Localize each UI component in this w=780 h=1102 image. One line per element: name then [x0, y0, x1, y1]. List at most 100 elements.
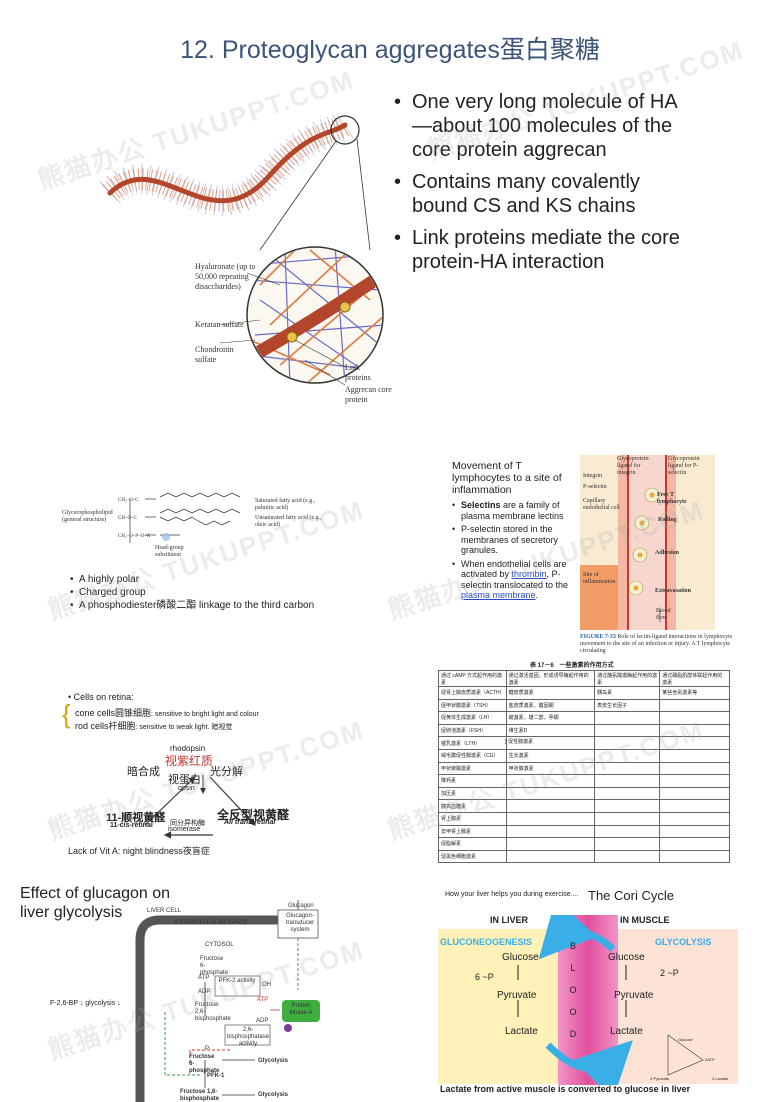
- transducer-label: Glucagon-transducer system: [285, 913, 315, 933]
- f16bp-label: Fructose 1,6-bisphosphate: [180, 1089, 220, 1102]
- label-gp-integrin: Glycoprotein ligand for integrin: [617, 456, 649, 476]
- trans-retinal-cn-label: 全反型视黄醛: [217, 808, 290, 822]
- isomerase-cn-label: 同分异构酶: [170, 820, 205, 827]
- opsin-label: opsin: [178, 785, 195, 792]
- dark-synthesis-label: 暗合成: [127, 766, 160, 778]
- bullet-ha: One very long molecule of HA—about 100 m…: [392, 90, 692, 162]
- table-cell: [505, 811, 596, 826]
- rod-cells-line: rod cells杆细胞: sensitive to weak light. 暗…: [75, 721, 233, 731]
- table-cell: 某些含氮激素等: [659, 686, 730, 700]
- muscle-glucose: Glucose: [608, 952, 645, 963]
- label-site: Site of inflammation: [583, 572, 616, 585]
- inset-2atp: 2ATP: [705, 1057, 715, 1062]
- svg-text:CH–O–C: CH–O–C: [118, 516, 138, 521]
- cone-cells-line: cone cells圆锥细胞: sensitive to bright ligh…: [75, 708, 259, 718]
- cis-retinal-label: 11-cis-retinal: [110, 822, 153, 829]
- f26bp-note: F-2,6-BP ↓ glycolysis ↓: [50, 1000, 121, 1007]
- glucagon-title: Effect of glucagon on liver glycolysis: [20, 885, 171, 921]
- table-cell: [594, 837, 661, 851]
- bisphosphatase-label: 2,6-bisphosphatase activity: [227, 1027, 270, 1047]
- gluconeogenesis-label: GLUCONEOGENESIS: [440, 937, 533, 947]
- table-cell: 绒毛膜促性腺激素（CG）: [438, 748, 507, 763]
- trans-retinal-label: All trans-retinal: [224, 819, 276, 826]
- hormone-table: 通过 cAMP 方式起作用的激素通过激活基因，形成诱导酶起作用的激素通过酪氨酸激…: [438, 670, 730, 864]
- label-blood-flow: Blood flow: [656, 608, 671, 621]
- label-integrin: Integrin: [583, 473, 602, 479]
- table-row: 肾上腺素: [438, 811, 730, 826]
- rhodopsin-cn-label: 视紫红质: [165, 754, 214, 768]
- lymphocyte-figure: [580, 455, 715, 630]
- table-row: 促卵泡激素（FSH）维生素D: [438, 723, 730, 738]
- f6p-label: Fructose 6-phosphate: [189, 1054, 220, 1074]
- glucagon-label: Glucagon: [288, 903, 314, 909]
- hormone-table-header: 通过 cAMP 方式起作用的激素通过激活基因，形成诱导酶起作用的激素通过酪氨酸激…: [438, 670, 730, 687]
- table-cell: 盐皮质激素，醛固酮: [505, 698, 596, 713]
- table-cell: [659, 811, 730, 826]
- table-cell: 促脂解素: [438, 837, 507, 851]
- table-cell: 雌激素，雄二醇，孕酮: [505, 711, 596, 725]
- table-cell: [594, 711, 661, 725]
- table-cell: [594, 849, 661, 864]
- core-protein-label: Aggrecan core protein: [345, 385, 392, 404]
- table-cell: [659, 824, 730, 839]
- glycolysis-label: GLYCOLYSIS: [655, 937, 712, 947]
- table-row: 去甲肾上腺素: [438, 824, 730, 839]
- bullet-link: Link proteins mediate the core protein-H…: [392, 226, 692, 274]
- table-cell: 维生素D: [505, 723, 596, 738]
- muscle-lactate: Lactate: [610, 1026, 643, 1037]
- head-group-label: Head-group substituent: [155, 545, 184, 558]
- table-row: 促黑色细胞激素: [438, 849, 730, 864]
- pi-label: Pᵢ: [205, 1046, 210, 1052]
- retina-intro: • Cells on retina:: [68, 692, 134, 702]
- bullet-polar: A highly polar: [70, 573, 320, 586]
- liver-pyruvate: Pyruvate: [497, 990, 537, 1001]
- chondroitin-label: Chondroitin sulfate: [195, 345, 234, 364]
- table-cell: [659, 799, 730, 813]
- cori-diagram: [438, 915, 738, 1085]
- in-liver-label: IN LIVER: [490, 915, 529, 925]
- table-cell: 甲状旁腺激素: [438, 761, 507, 776]
- svg-text:CH₂–O–P–O–X: CH₂–O–P–O–X: [118, 534, 151, 539]
- table-row: 促肾上腺皮质激素（ACTH）糖皮质激素胰岛素某些含氮激素等: [438, 686, 730, 700]
- table-row: 促脂解素: [438, 837, 730, 851]
- f6p-top-label: Fructose 6-phosphate: [200, 956, 229, 976]
- table-row: 促甲状腺激素（TSH）盐皮质激素，醛固酮表皮生长因子: [438, 698, 730, 713]
- cori-title: The Cori Cycle: [588, 888, 674, 903]
- muscle-pyruvate: Pyruvate: [614, 990, 654, 1001]
- keratan-label: Keratan sulfate: [195, 320, 244, 329]
- adp-label-2: ADP: [256, 1018, 269, 1024]
- cori-pretitle: How your liver helps you during exercise…: [445, 891, 579, 898]
- saturated-label: Saturated fatty acid (e.g., palmitic aci…: [255, 498, 316, 511]
- table-row: 胰高血糖素: [438, 799, 730, 813]
- cytosol-label: CYTOSOL: [205, 942, 234, 948]
- thrombin-link[interactable]: thrombin: [511, 569, 547, 579]
- oh-label: OH: [262, 982, 271, 988]
- retina-cycle-arrows: [144, 775, 256, 839]
- table-cell: 糖皮质激素: [505, 686, 596, 700]
- hormone-header-cell: 通过磷脂肌醇体联起作用的激素: [659, 670, 730, 687]
- glucagon-diagram: [135, 900, 320, 1102]
- table-cell: 促甲状腺激素（TSH）: [438, 698, 507, 713]
- table-row: 降钙素: [438, 774, 730, 788]
- aggregate-bullets: One very long molecule of HA—about 100 m…: [392, 90, 692, 282]
- liver-cell-label: LIVER CELL: [147, 908, 182, 914]
- hormone-header-cell: 通过激活基因，形成诱导酶起作用的激素: [505, 670, 596, 687]
- table-cell: [505, 824, 596, 839]
- f26bp-label: Fructose 2,6-bisphosphate: [195, 1002, 231, 1022]
- hyaluronate-label: Hyaluronate (up to 50,000 repeating disa…: [195, 262, 256, 291]
- hormone-header-cell: 通过酪氨酸激酶起作用的激素: [594, 670, 661, 687]
- pfk1-label: PFK-1: [207, 1073, 225, 1079]
- glycolysis-label-2: Glycolysis: [258, 1092, 289, 1098]
- two-p-label: 2 ~P: [660, 968, 679, 978]
- label-rolling: Rolling: [658, 517, 677, 523]
- plasma-membrane-link[interactable]: plasma membrane: [461, 590, 536, 600]
- six-p-label: 6 ~P: [475, 972, 494, 982]
- table-cell: [505, 837, 596, 851]
- inset-pyruvate: 2 Pyruvate: [650, 1076, 670, 1081]
- atp-label: ATP: [198, 975, 210, 981]
- cori-footer: Lactate from active muscle is converted …: [440, 1084, 691, 1094]
- glycolysis-label-1: Glycolysis: [258, 1058, 289, 1064]
- table-cell: [659, 837, 730, 851]
- lymphocyte-heading: Movement of T lymphocytes to a site of i…: [452, 460, 562, 496]
- extracellular-label: EXTRACELLULAR SPACE: [175, 920, 248, 926]
